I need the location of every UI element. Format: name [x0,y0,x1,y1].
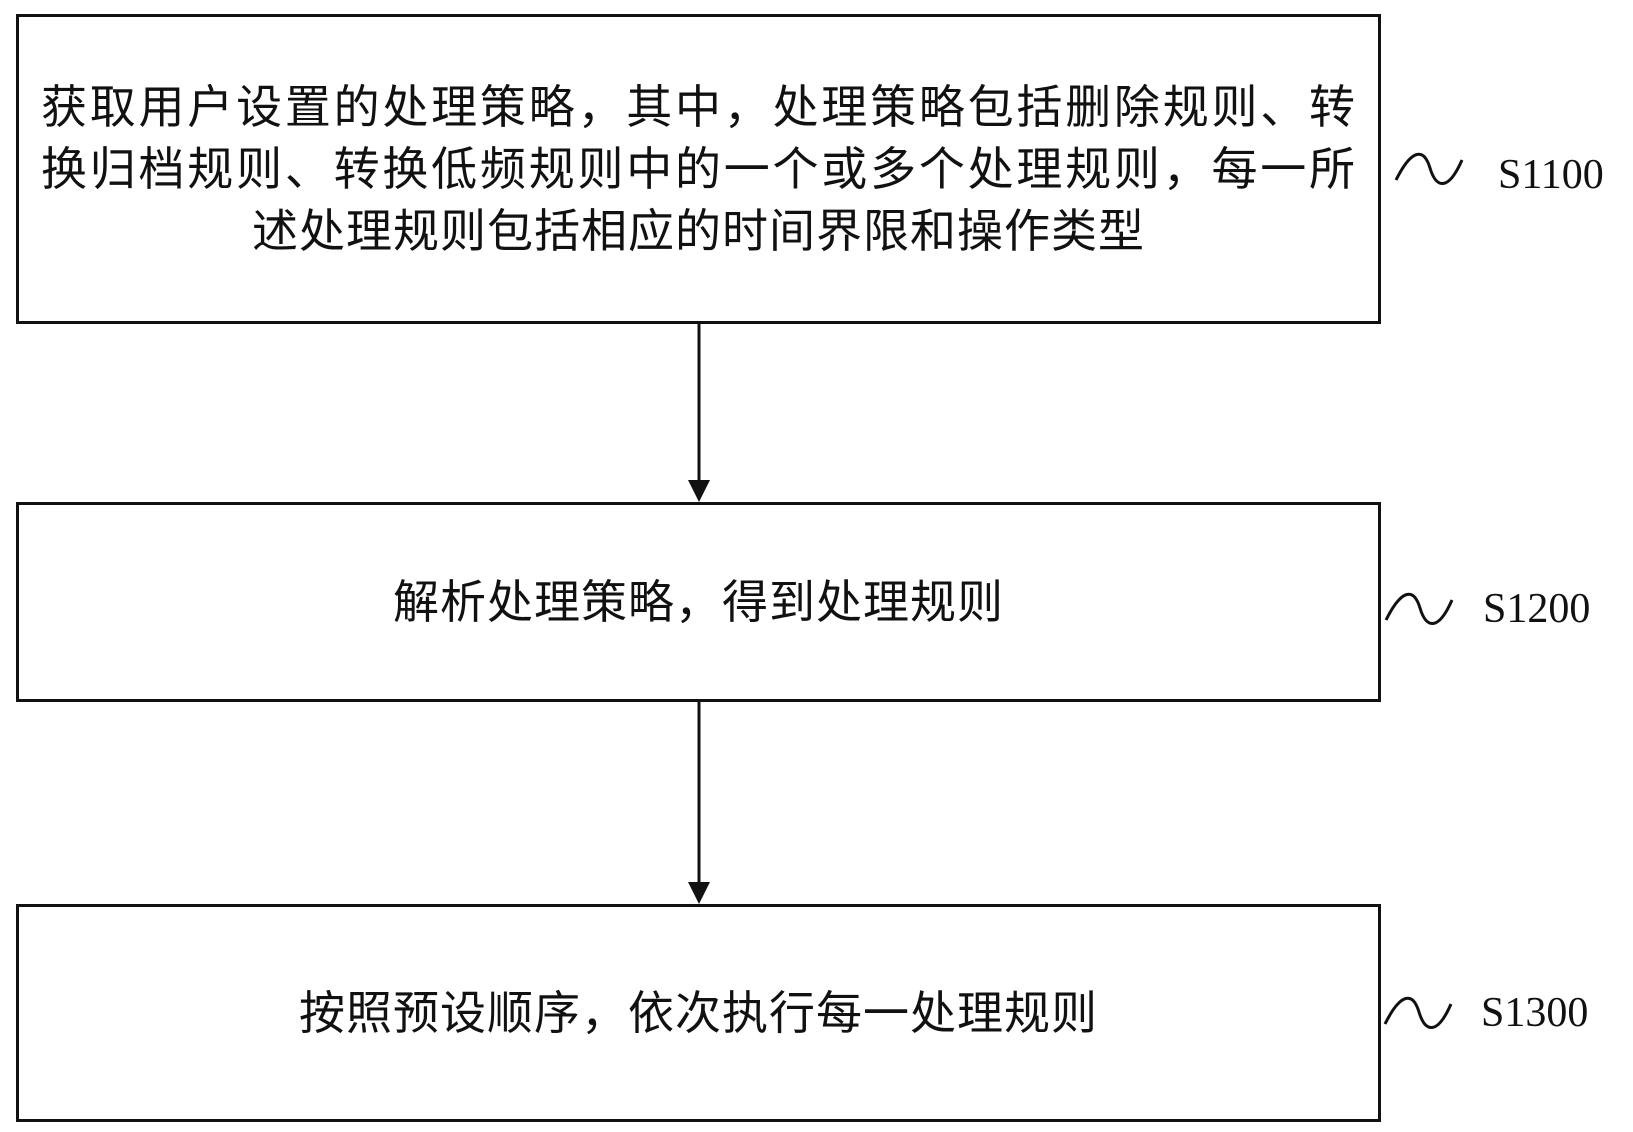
arrow-s1200-to-s1300 [688,702,710,904]
step-label-s1300: S1300 [1481,990,1589,1036]
step-text-s1100: 获取用户设置的处理策略，其中，处理策略包括删除规则、转换归档规则、转换低频规则中… [41,80,1356,258]
leader-wave-icon [1394,152,1464,185]
step-text-s1300: 按照预设顺序，依次执行每一处理规则 [299,986,1098,1040]
step-label-s1200: S1200 [1483,586,1591,632]
step-label-s1100: S1100 [1498,152,1604,198]
step-box-s1200: 解析处理策略，得到处理规则 [16,502,1381,702]
step-box-s1100: 获取用户设置的处理策略，其中，处理策略包括删除规则、转换归档规则、转换低频规则中… [16,14,1381,324]
leader-wave-icon [1384,592,1454,625]
step-text-s1200: 解析处理策略，得到处理规则 [393,575,1004,629]
leader-wave-icon [1383,996,1453,1029]
arrow-s1100-to-s1200 [688,324,710,502]
step-box-s1300: 按照预设顺序，依次执行每一处理规则 [16,904,1381,1122]
